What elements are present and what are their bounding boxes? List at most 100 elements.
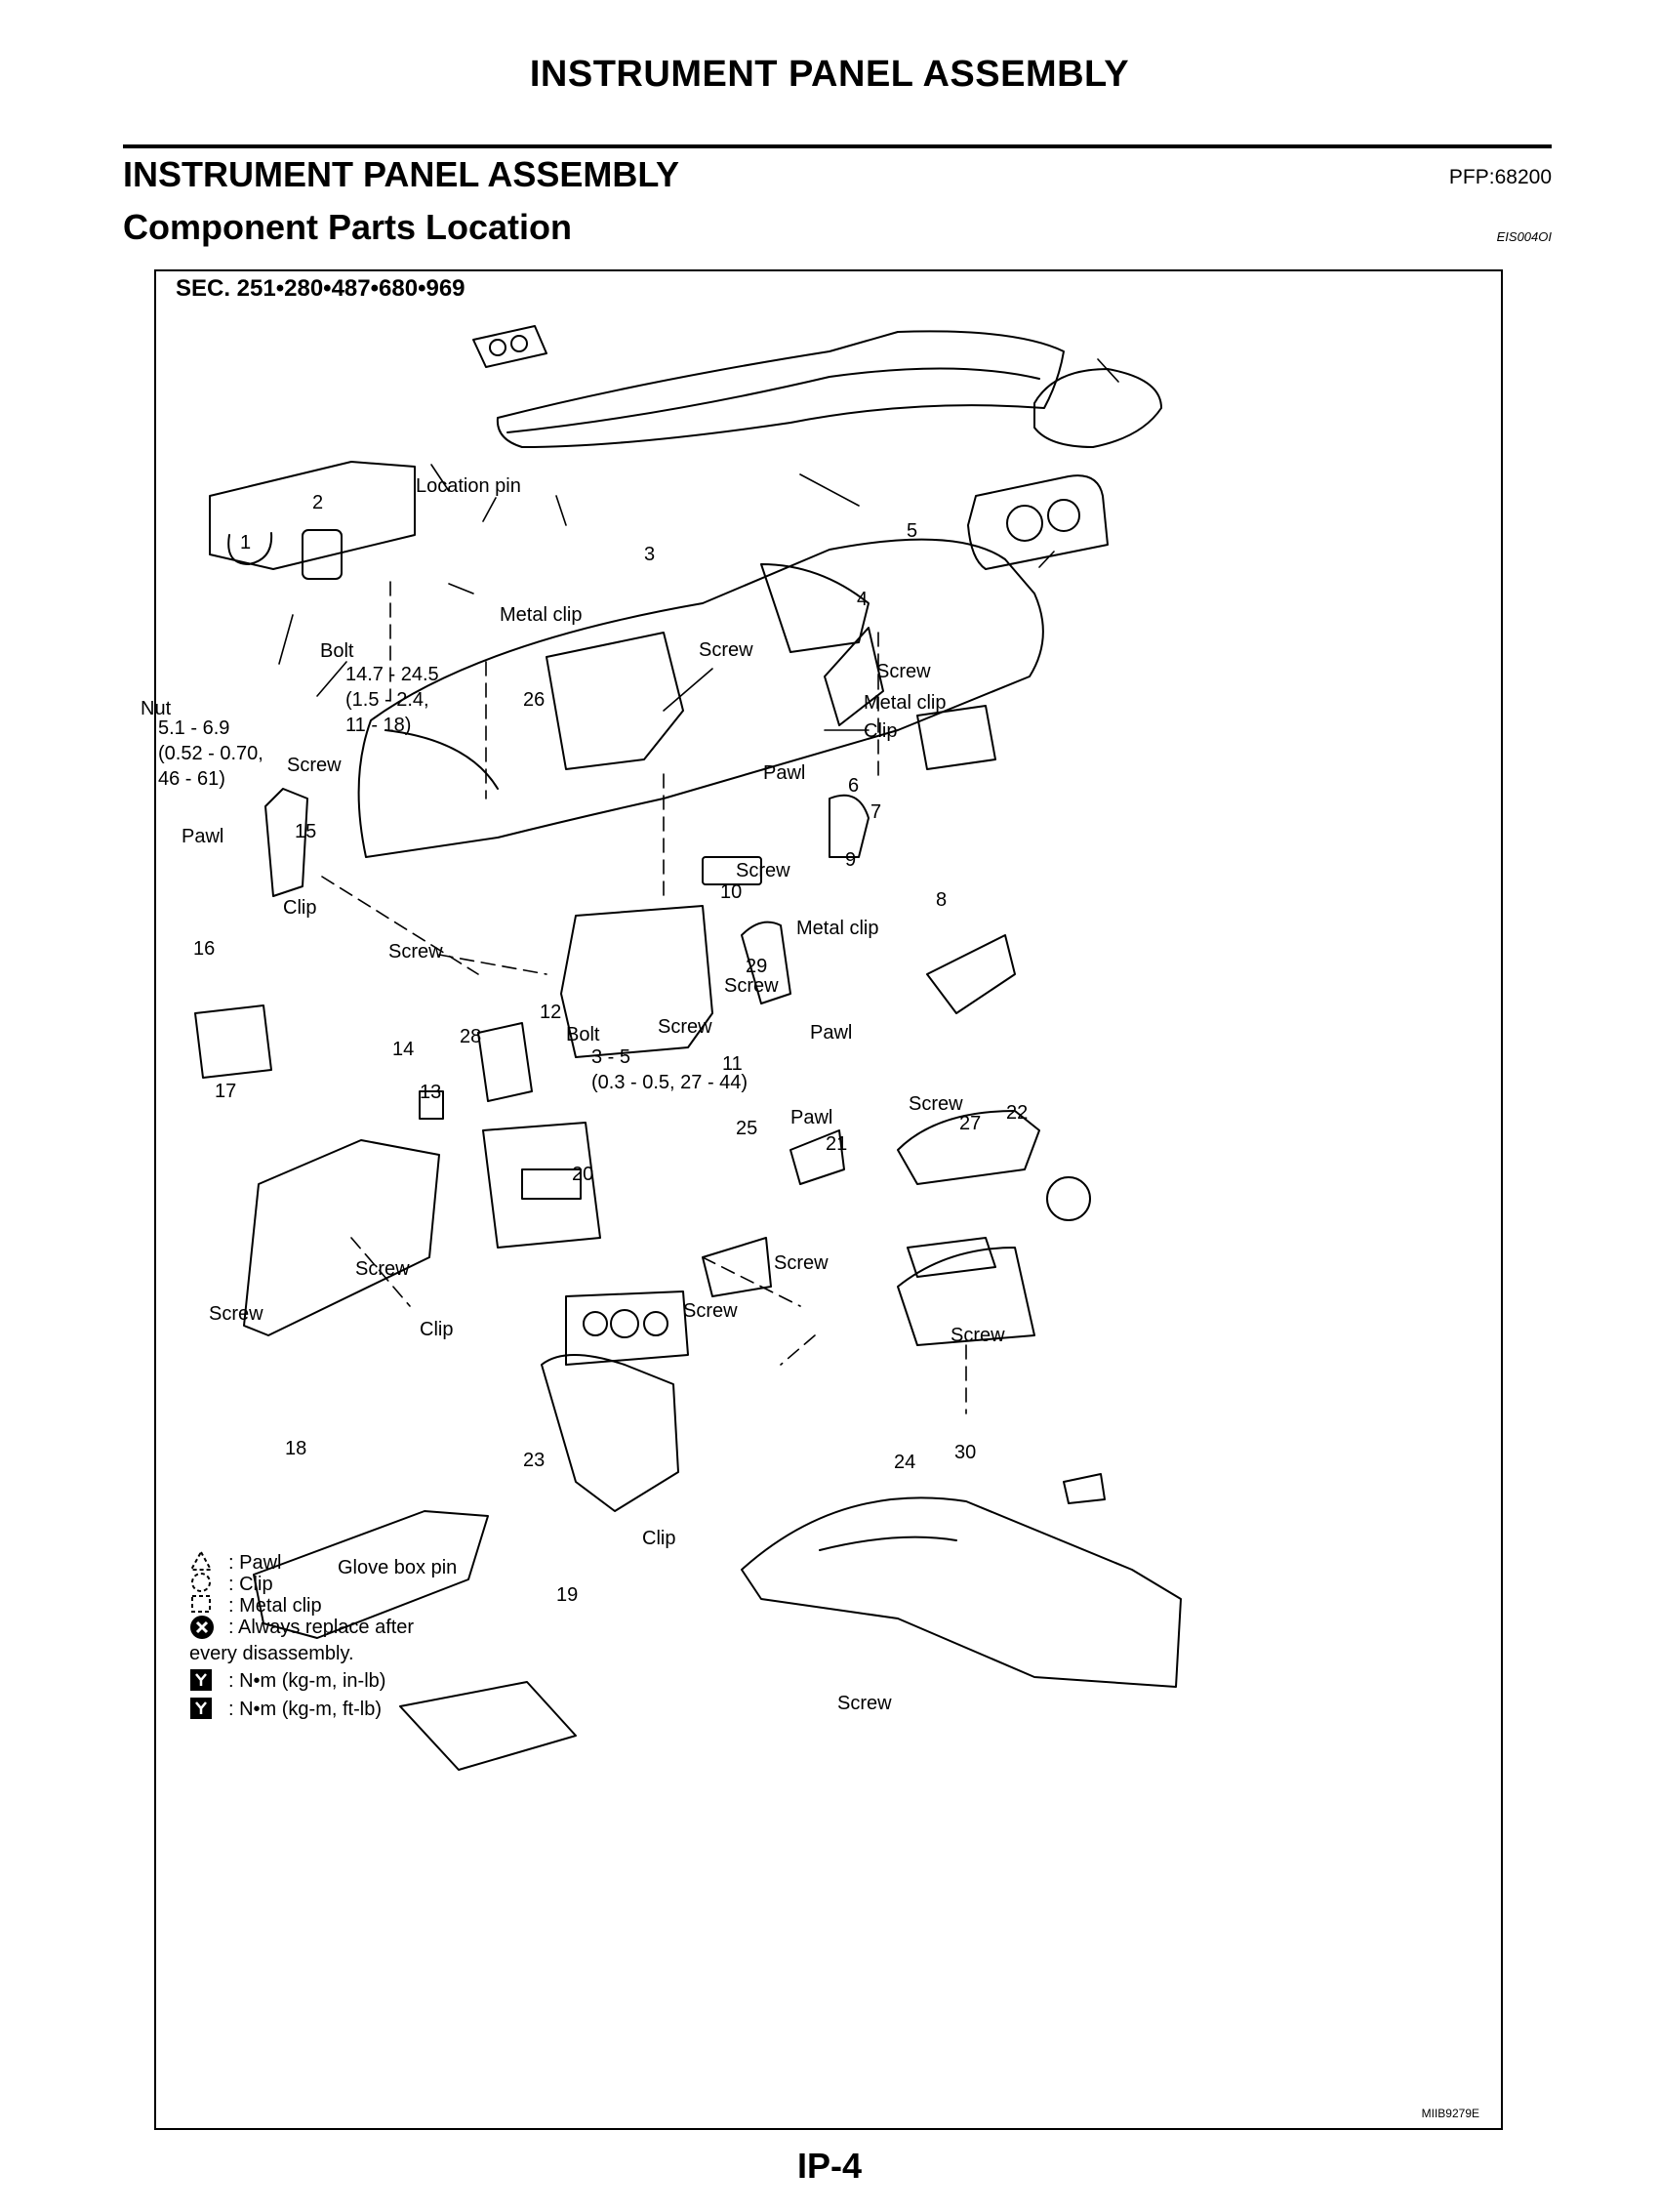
page-number: IP-4 xyxy=(796,2146,863,2186)
part-20-heater-control xyxy=(565,1290,689,1366)
legend-row-replace: : Always replace after every disassembly… xyxy=(189,1615,414,1667)
callout-9: 9 xyxy=(845,849,857,871)
part-7-vent xyxy=(916,705,996,770)
part-1-airbag-module xyxy=(209,461,416,570)
legend-text-pawl: : Pawl xyxy=(228,1552,282,1574)
torque-nut: 5.1 - 6.9 (0.52 - 0.70, 46 - 61) xyxy=(158,717,263,790)
label-screw-left: Screw xyxy=(287,755,342,776)
legend-row-torque-ftlb: : N•m (kg-m, ft-lb) xyxy=(189,1697,382,1723)
label-screw-meter-right: Screw xyxy=(876,661,931,682)
figure-code: MIIB9279E xyxy=(1421,2107,1479,2120)
part-10-clip-plate xyxy=(702,856,762,885)
label-screw-17-lower: Screw xyxy=(209,1303,263,1325)
label-screw-27: Screw xyxy=(909,1093,963,1115)
part-21-column-cover-lower xyxy=(897,1247,1035,1346)
part-16-side-vent xyxy=(194,1004,272,1079)
part-27-key-ring xyxy=(907,1237,996,1278)
legend-row-pawl: : Pawl xyxy=(189,1550,281,1577)
callout-8: 8 xyxy=(936,889,948,911)
callout-1: 1 xyxy=(240,532,252,553)
callout-4: 4 xyxy=(857,589,869,610)
label-screw-24: Screw xyxy=(837,1693,892,1714)
label-metal-clip-6: Metal clip xyxy=(864,692,947,714)
document-code: EIS004OI xyxy=(1496,229,1552,244)
label-screw-25: Screw xyxy=(774,1252,829,1274)
callout-27: 27 xyxy=(959,1113,982,1134)
label-pawl-11-lower: Pawl xyxy=(790,1107,833,1128)
legend-text-replace: : Always replace after every disassembly… xyxy=(189,1617,415,1664)
part-29-vent xyxy=(741,921,791,1004)
callout-10: 10 xyxy=(720,881,743,903)
legend-text-clip: : Clip xyxy=(228,1574,273,1595)
label-bolt-lower: Bolt xyxy=(566,1024,600,1045)
part-12-center-cluster xyxy=(560,905,713,1058)
part-4-combination-meter xyxy=(967,474,1109,570)
callout-12: 12 xyxy=(540,1002,562,1023)
callout-19: 19 xyxy=(556,1584,579,1606)
callout-28: 28 xyxy=(460,1026,482,1047)
section-title: INSTRUMENT PANEL ASSEMBLY xyxy=(123,154,680,194)
part-2-small-panel xyxy=(472,325,547,368)
label-pawl-11: Pawl xyxy=(810,1022,853,1044)
label-clip-24: Clip xyxy=(642,1528,676,1549)
part-8-bracket xyxy=(926,934,1016,1014)
callout-21: 21 xyxy=(826,1133,848,1155)
part-6-side-panel xyxy=(824,627,884,726)
callout-26: 26 xyxy=(523,689,546,711)
label-location-pin: Location pin xyxy=(416,475,521,497)
part-25-bracket xyxy=(702,1237,772,1297)
label-screw-20: Screw xyxy=(683,1300,738,1322)
torque-bolt-upper: 14.7 - 24.5 (1.5 - 2.4, 11 - 18) xyxy=(345,664,439,736)
part-24-center-console xyxy=(741,1496,1182,1688)
callout-24: 24 xyxy=(894,1452,916,1473)
part-18-glove-box-lid xyxy=(253,1510,489,1639)
part-13-audio-unit xyxy=(482,1122,601,1249)
callout-2: 2 xyxy=(312,492,324,513)
legend-text-torque-inlb: : N•m (kg-m, in-lb) xyxy=(228,1670,386,1692)
diagram-drawing xyxy=(194,325,1182,1771)
label-screw-21: Screw xyxy=(951,1325,1005,1346)
callout-7: 7 xyxy=(870,801,882,823)
label-screw-9: Screw xyxy=(736,860,790,881)
callout-22: 22 xyxy=(1006,1102,1029,1124)
exploded-diagram: SEC. 251•280•487•680•969 1 2 3 4 5 6 7 8… xyxy=(141,269,1503,2130)
label-clip-15: Clip xyxy=(283,897,317,919)
callout-3: 3 xyxy=(644,544,656,565)
callout-23: 23 xyxy=(523,1450,546,1471)
callout-25: 25 xyxy=(736,1118,758,1139)
label-nut: Nut xyxy=(141,698,172,719)
pfp-code: PFP:68200 xyxy=(1448,166,1552,188)
label-screw-29: Screw xyxy=(724,975,779,997)
legend-row-torque-inlb: : N•m (kg-m, in-lb) xyxy=(189,1668,385,1695)
callout-18: 18 xyxy=(285,1438,307,1459)
part-28-vent xyxy=(477,1022,533,1102)
label-screw-center: Screw xyxy=(658,1016,712,1038)
callout-14: 14 xyxy=(392,1039,415,1060)
callout-29: 29 xyxy=(746,956,768,977)
running-header: INSTRUMENT PANEL ASSEMBLY xyxy=(529,54,1130,95)
label-screw-meter: Screw xyxy=(699,639,753,661)
callout-16: 16 xyxy=(193,938,216,960)
label-screw-12: Screw xyxy=(388,941,443,963)
callout-13: 13 xyxy=(420,1082,442,1103)
part-14-clip xyxy=(419,1090,444,1120)
part-3-upper-panel xyxy=(496,330,1065,448)
section-codes: SEC. 251•280•487•680•969 xyxy=(176,275,465,302)
label-metal-clip-8: Metal clip xyxy=(796,918,879,939)
header-rule xyxy=(123,144,1552,148)
label-glove-box-pin: Glove box pin xyxy=(338,1557,458,1578)
subsection-title: Component Parts Location xyxy=(123,207,573,247)
part-23-console-side xyxy=(541,1354,679,1512)
part-26-instrument-panel xyxy=(357,538,1044,858)
part-21-column-cover-upper xyxy=(897,1110,1040,1185)
part-30-bracket xyxy=(1063,1473,1106,1504)
label-pawl-6: Pawl xyxy=(763,762,806,784)
part-9-side-vent xyxy=(829,794,870,858)
callout-5: 5 xyxy=(907,520,918,542)
part-17-glove-box-housing xyxy=(243,1139,440,1336)
callout-20: 20 xyxy=(572,1164,594,1185)
label-screw-17: Screw xyxy=(355,1258,410,1280)
label-clip-23: Clip xyxy=(420,1319,454,1340)
part-5-meter-finisher xyxy=(1033,368,1162,448)
torque-bolt-lower: 3 - 5 (0.3 - 0.5, 27 - 44) xyxy=(591,1046,749,1093)
